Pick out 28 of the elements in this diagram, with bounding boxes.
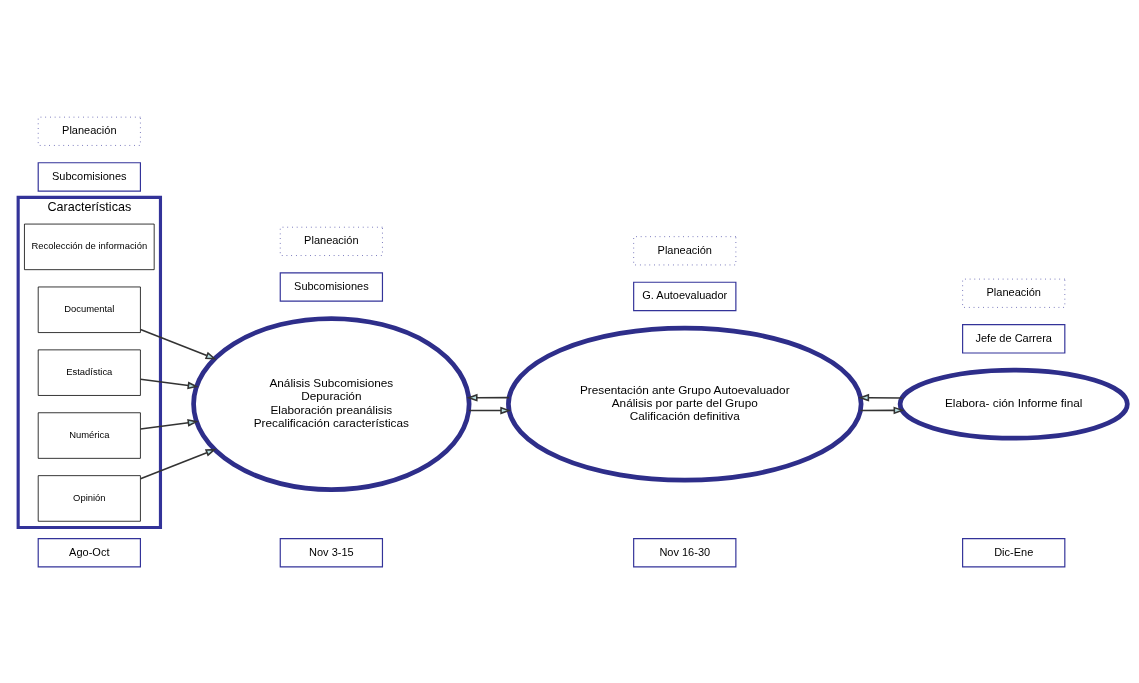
node-box: Nov 16-30 <box>633 537 737 567</box>
node-box: Dic-Ene <box>962 537 1066 567</box>
node-box: Numérica <box>37 411 141 459</box>
arrow <box>139 418 199 430</box>
node-box: Documental <box>37 286 141 333</box>
node-box: Planeación <box>962 278 1066 308</box>
node-box: G. Autoevaluador <box>633 281 737 311</box>
node-box: Ago-Oct <box>37 537 141 567</box>
arrow <box>859 406 905 414</box>
arrow <box>139 328 217 359</box>
node-box: Planeación <box>279 226 383 256</box>
node-box: Planeación <box>633 235 737 265</box>
node-box: Jefe de Carrera <box>962 323 1066 354</box>
node-ellipse: Elabora- ción Informe final <box>897 367 1130 440</box>
node-ellipse: Análisis Subcomisiones Depuración Elaboración preanálisis Precalificación características <box>191 315 472 492</box>
node-ellipse: Presentación ante Grupo Autoevaluador Análisis por parte del Grupo Calificación definitiva <box>506 325 864 483</box>
node-box: Recolección de información <box>24 223 155 270</box>
arrow <box>858 393 903 402</box>
node-box: Planeación <box>37 116 141 146</box>
node-box: Subcomisiones <box>279 271 384 302</box>
arrow <box>139 448 217 479</box>
node-box: Opinión <box>37 474 141 522</box>
arrow <box>139 377 199 389</box>
node-box: Subcomisiones <box>37 161 141 192</box>
arrow <box>466 393 510 402</box>
node-box: Estadística <box>37 348 141 396</box>
node-box: Nov 3-15 <box>279 537 384 567</box>
arrow <box>468 406 512 414</box>
